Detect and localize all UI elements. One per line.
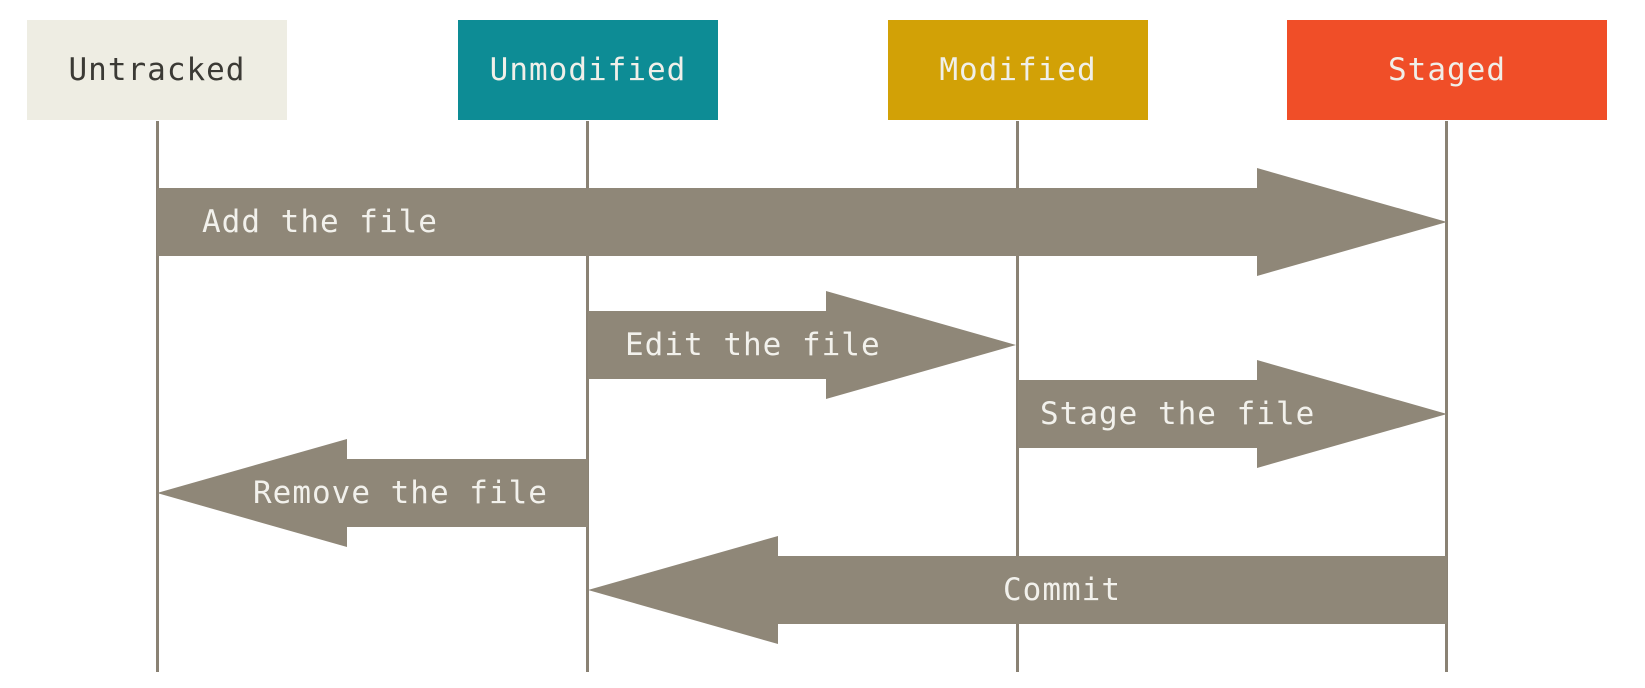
- state-box-modified: Modified: [888, 20, 1148, 120]
- transition-edit-the-file-arrow-body: [588, 311, 826, 379]
- lifeline-untracked: [156, 121, 159, 672]
- state-label-untracked: Untracked: [68, 52, 246, 88]
- transition-add-the-file-arrow-body: [157, 188, 1257, 256]
- arrow-head-left-icon: [588, 536, 778, 644]
- lifeline-modified: [1016, 121, 1019, 672]
- state-label-unmodified: Unmodified: [489, 52, 687, 88]
- transition-commit-label: Commit: [1003, 572, 1121, 608]
- transition-edit-the-file-label: Edit the file: [625, 327, 881, 363]
- arrow-head-right-icon: [1257, 168, 1447, 276]
- transition-commit-arrow-body: [778, 556, 1447, 624]
- arrow-head-right-icon: [1257, 360, 1447, 468]
- arrow-head-right-icon: [826, 291, 1016, 399]
- state-box-staged: Staged: [1287, 20, 1607, 120]
- state-box-unmodified: Unmodified: [458, 20, 718, 120]
- transition-stage-the-file-arrow-body: [1018, 380, 1257, 448]
- transition-add-the-file-label: Add the file: [202, 204, 438, 240]
- transition-remove-the-file-arrow-body: [347, 459, 588, 527]
- transition-stage-the-file-label: Stage the file: [1040, 396, 1316, 432]
- state-label-modified: Modified: [939, 52, 1097, 88]
- arrow-head-left-icon: [157, 439, 347, 547]
- lifeline-unmodified: [586, 121, 589, 672]
- state-label-staged: Staged: [1388, 52, 1506, 88]
- state-box-untracked: Untracked: [27, 20, 287, 120]
- transition-remove-the-file-label: Remove the file: [253, 475, 548, 511]
